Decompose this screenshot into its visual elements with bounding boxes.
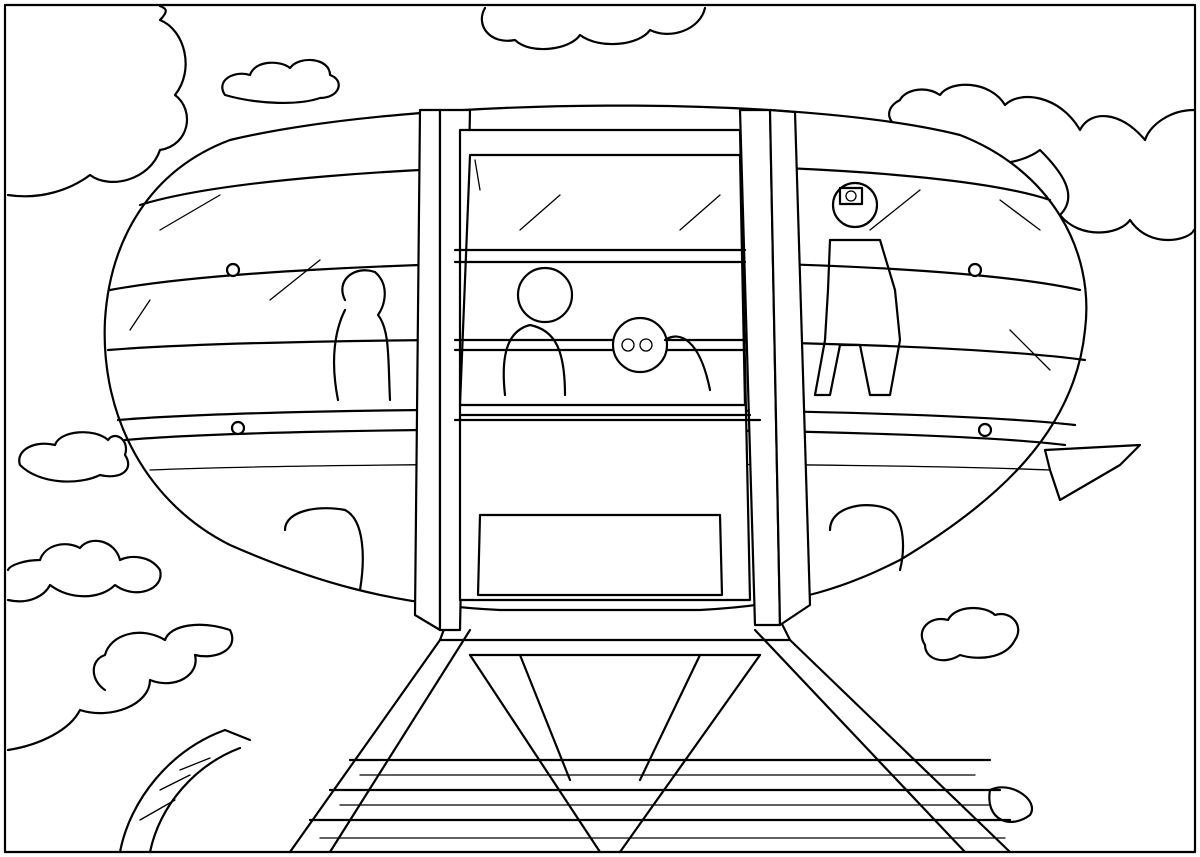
central-pillars (413, 108, 812, 632)
bolt (225, 262, 241, 278)
support-structure (288, 598, 1012, 854)
side-step (1043, 443, 1142, 502)
passenger-boy (502, 266, 574, 397)
cloud-top-center (480, 6, 707, 51)
side-door-left (283, 507, 364, 592)
cloud-left-middle (18, 431, 130, 483)
cloud-small-right (920, 607, 1020, 662)
passenger-girl-left (332, 269, 392, 402)
cloud-small-top (221, 58, 340, 104)
door-plate (476, 513, 724, 597)
side-door-right (828, 504, 905, 572)
center-door (458, 128, 752, 602)
cloud-bottom-left (6, 623, 234, 752)
bolt (967, 262, 983, 278)
bolt (977, 422, 993, 438)
wheel-rim (118, 728, 1034, 854)
cloud-left-lower (6, 539, 162, 603)
passengers (332, 181, 902, 402)
bolt (230, 420, 246, 436)
camera-icon (838, 186, 864, 206)
passenger-photographer (813, 181, 902, 397)
cloud-top-left (6, 4, 189, 198)
passenger-child-glasses (611, 316, 712, 392)
rim-right (988, 786, 1034, 823)
